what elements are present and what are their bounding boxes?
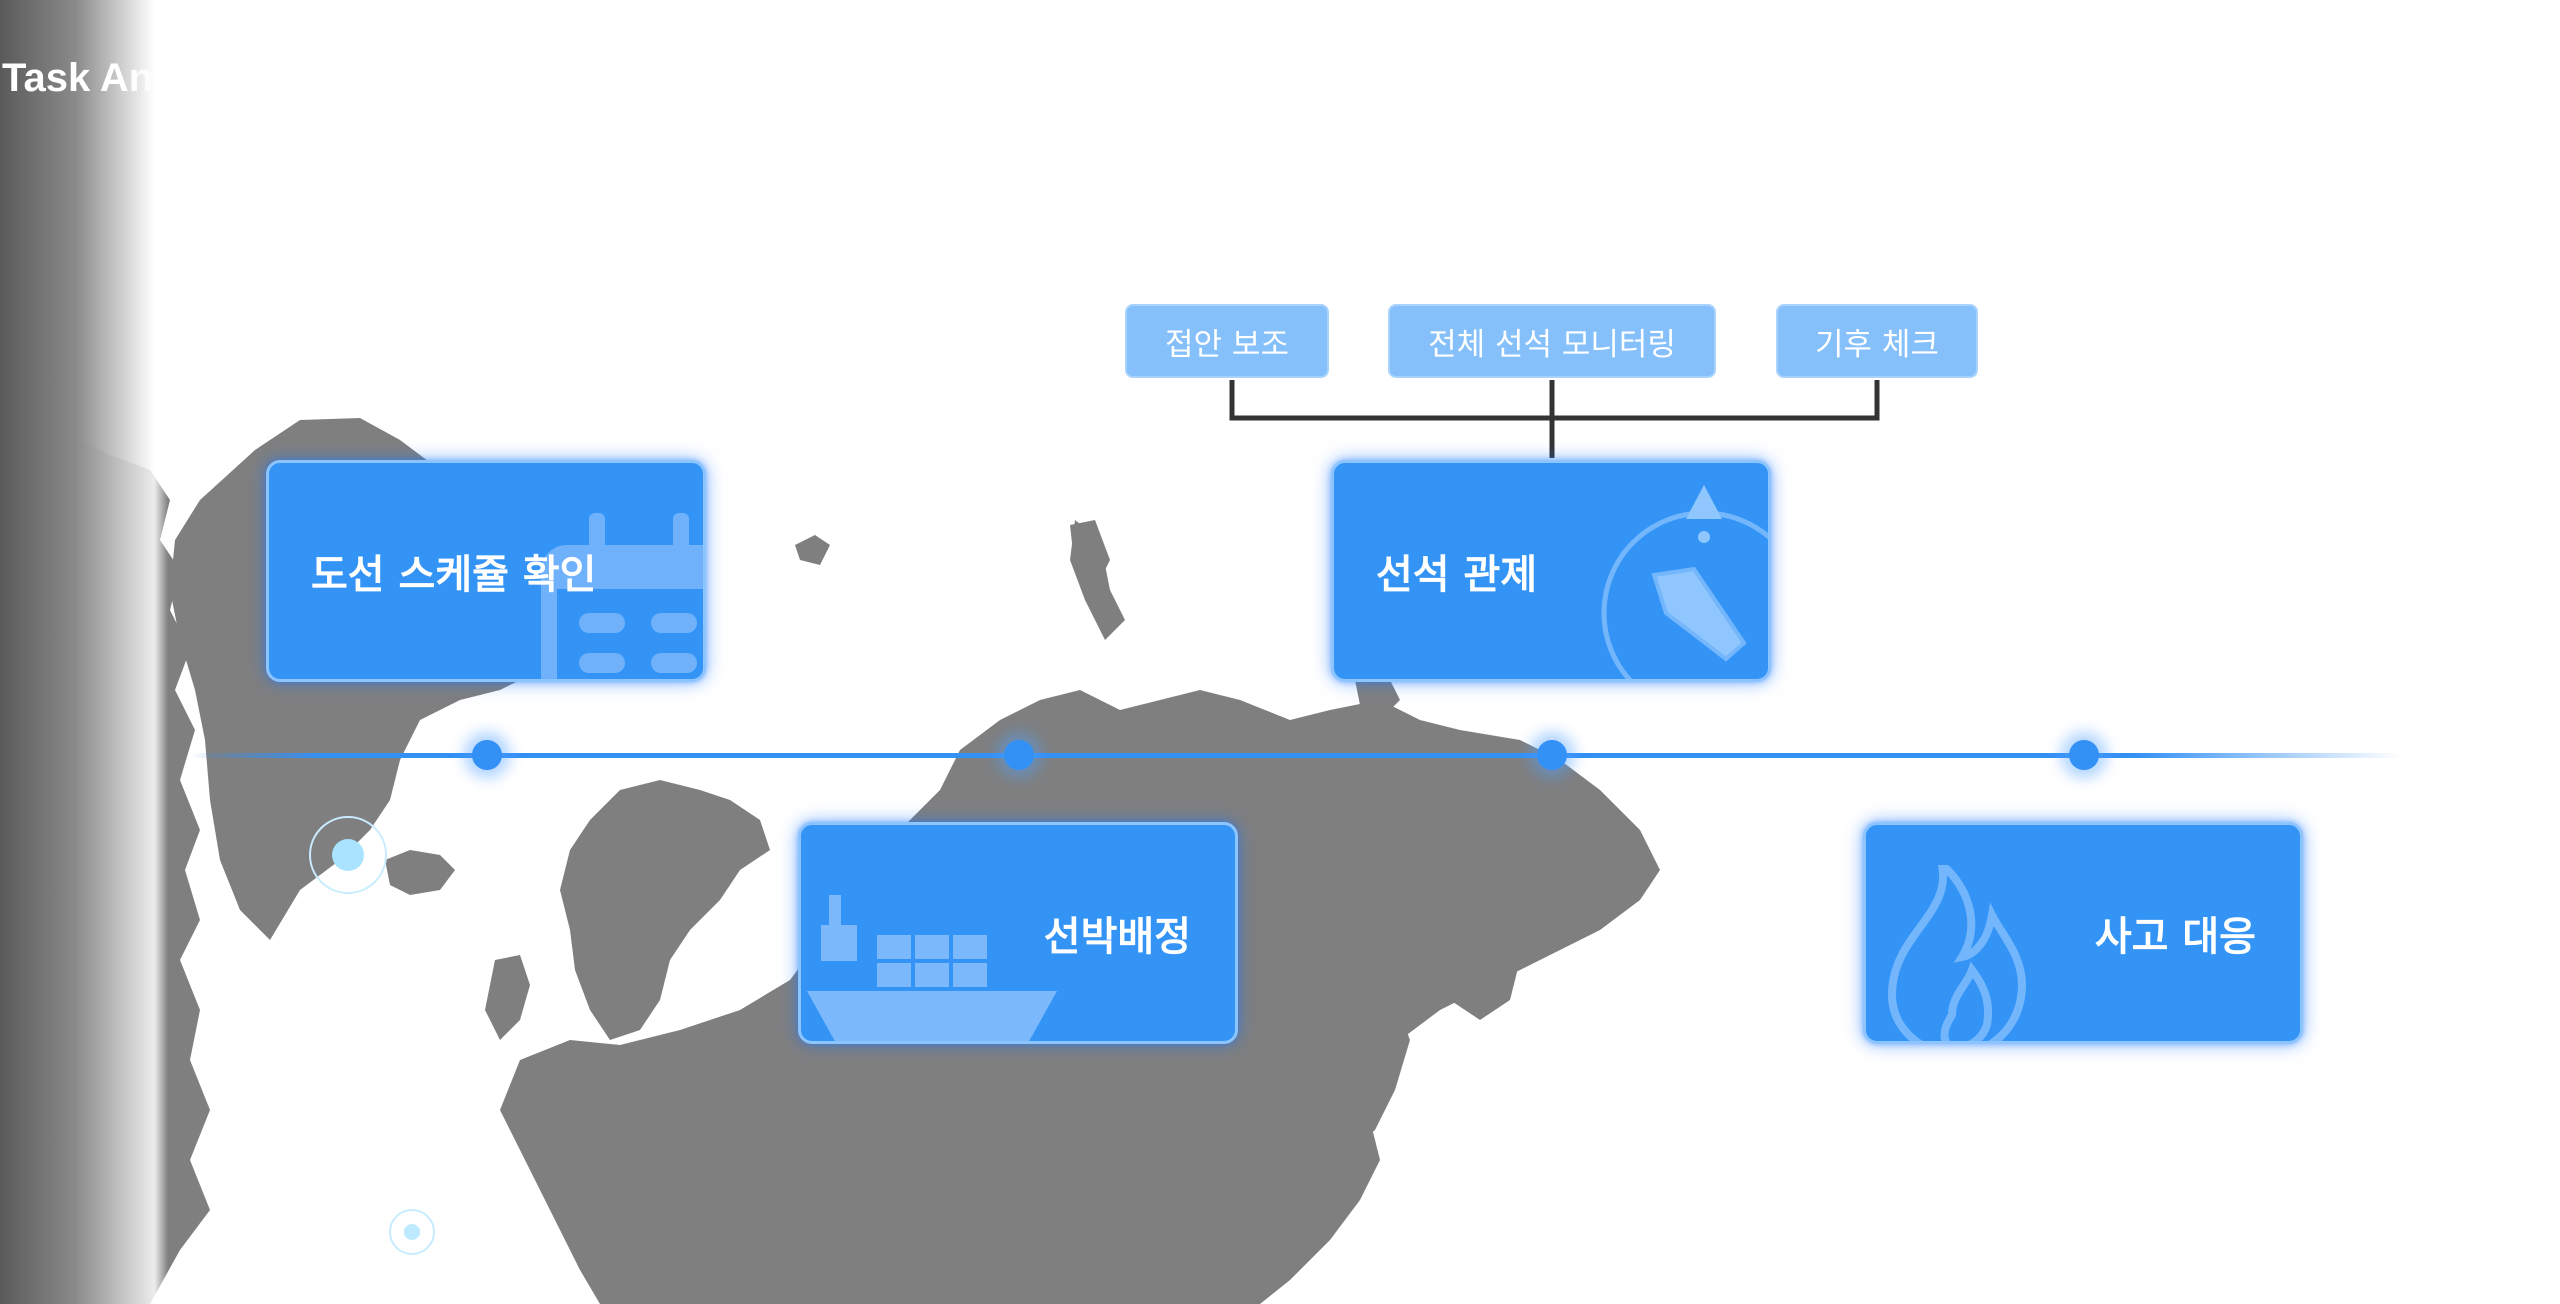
timeline-dot-vessel-control (1537, 740, 1567, 770)
left-edge-fade (0, 0, 168, 1304)
timeline-dot-incident (2069, 740, 2099, 770)
timeline-line (190, 753, 2400, 758)
landmass-japan (1340, 1000, 1410, 1150)
cargo-ship-icon (807, 895, 1057, 1041)
landmass-iceland (385, 850, 455, 895)
task-card-label: 선석 관제 (1376, 552, 1538, 598)
landmass-svalbard (795, 535, 830, 565)
fire-icon (1887, 865, 2027, 1041)
landmass-franz-josef (1355, 670, 1400, 720)
landmass-kamchatka (1450, 920, 1520, 1020)
task-card-label: 선박배정 (1043, 914, 1191, 960)
landmass-arctic-islands (1070, 520, 1110, 600)
task-card-label: 도선 스케쥴 확인 (311, 552, 597, 598)
task-card-incident[interactable]: 사고 대응 (1863, 822, 2303, 1044)
task-card-vessel-control[interactable]: 선석 관제 (1331, 460, 1771, 682)
sub-task-weather-check[interactable]: 기후 체크 (1776, 304, 1978, 378)
landmass-uk (485, 955, 530, 1040)
sub-task-berthing-assist[interactable]: 접안 보조 (1125, 304, 1329, 378)
landmass-scandinavia (560, 780, 770, 1040)
page-title: Task Analysis (2, 56, 232, 100)
task-card-label: 사고 대응 (2094, 914, 2256, 960)
task-card-schedule[interactable]: 도선 스케쥴 확인 (266, 460, 706, 682)
calendar-icon (541, 513, 703, 679)
timeline-dot-schedule (472, 740, 502, 770)
sub-task-berth-monitoring[interactable]: 전체 선석 모니터링 (1388, 304, 1716, 378)
timeline-dot-berthing (1004, 740, 1034, 770)
task-card-berthing[interactable]: 선박배정 (798, 822, 1238, 1044)
map-location-markers (309, 816, 435, 1255)
compass-boat-icon (1601, 485, 1768, 679)
